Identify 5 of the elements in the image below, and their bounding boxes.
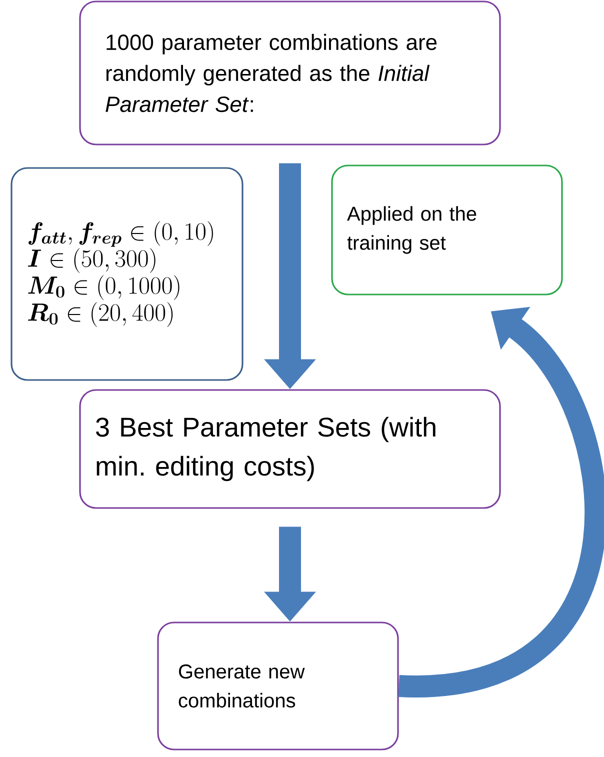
process-box: Generate new combinations — [157, 622, 399, 750]
process-box: Applied on the training set — [331, 164, 563, 296]
process-box: 1000 parameter combinations are randomly generated as the Initial Parameter Set: — [79, 0, 501, 146]
process-box: 3 Best Parameter Sets (with min. editing costs) — [79, 389, 501, 509]
formula-box: $\boldsymbol{f_{att}}, \boldsymbol{f_{rep}} \in (0, 10)$ $\boldsymbol{I} \in (50, 300)$ $\boldsymbol{M_{0}} \in (0, 1000)$ $\boldsymbol{R_{0}} \in (20,400)$ — [10, 167, 244, 381]
